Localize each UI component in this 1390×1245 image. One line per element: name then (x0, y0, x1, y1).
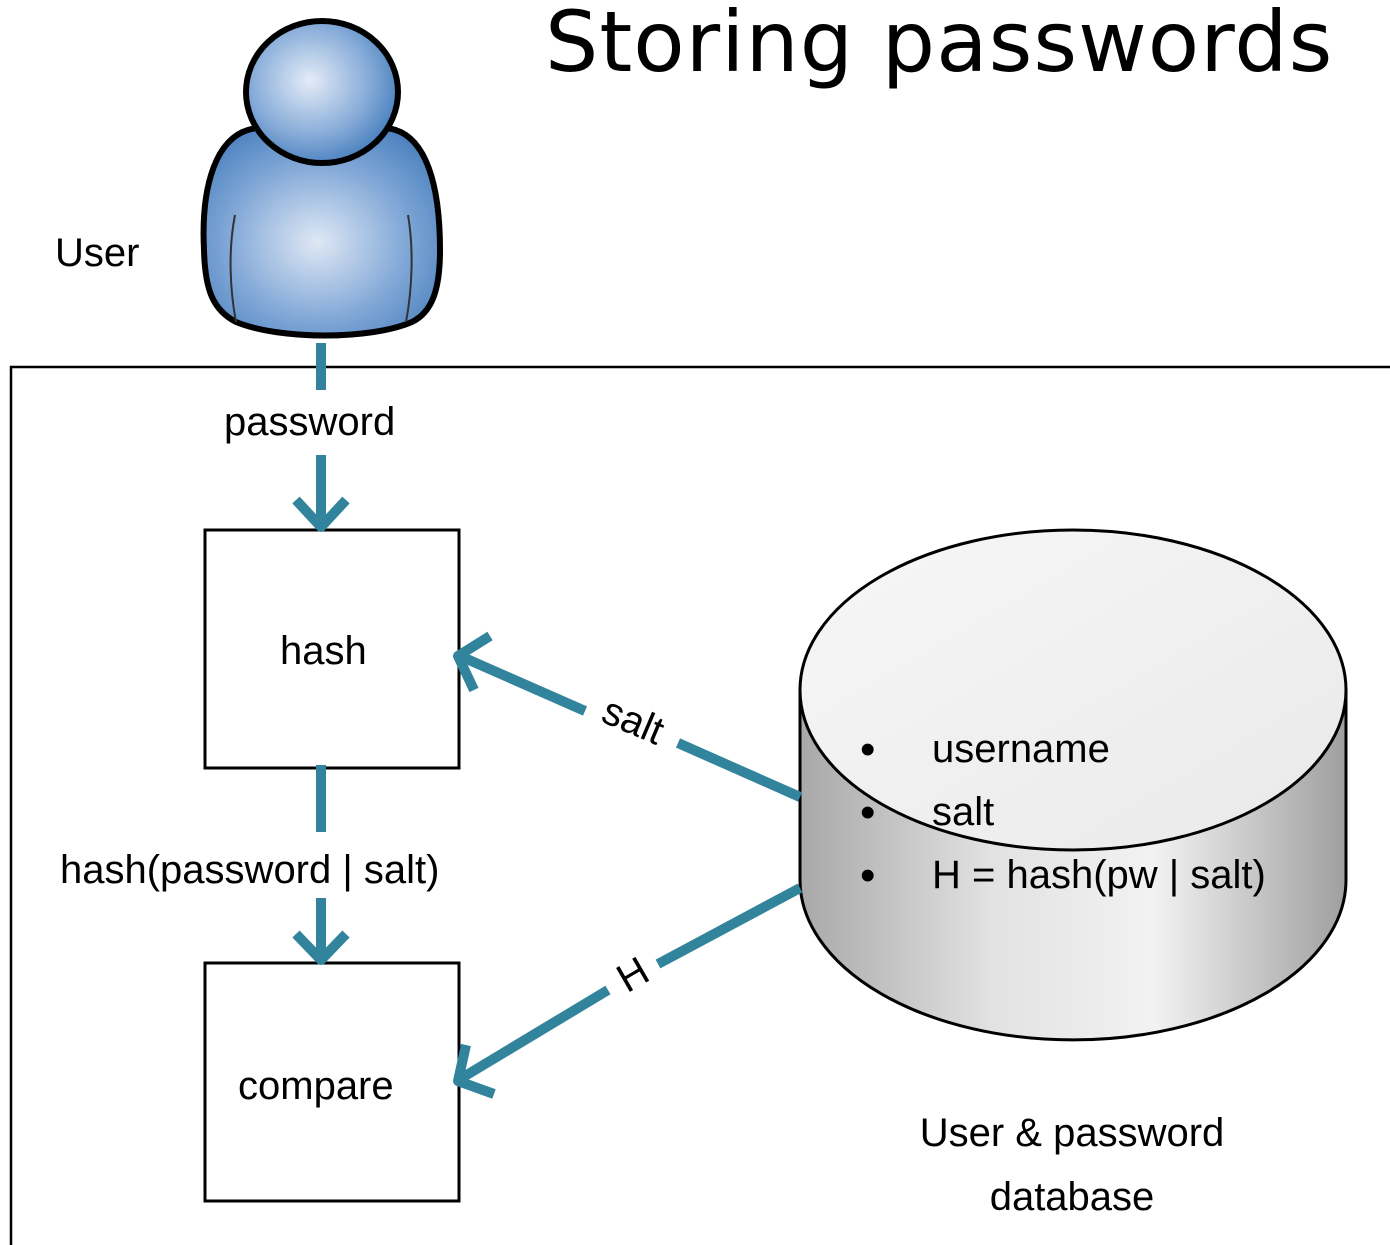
arrowhead-hash (292, 496, 350, 532)
user-icon (200, 18, 444, 339)
system-boundary (9, 365, 1390, 1245)
hashed-value-label: hash(password | salt) (60, 848, 440, 892)
database-caption-line2: database (989, 1175, 1155, 1219)
database-field-list: username salt H = hash(pw | salt) (860, 718, 1266, 907)
arrowhead-h (453, 1043, 496, 1099)
compare-box-label: compare (238, 1064, 394, 1108)
database-caption-line1: User & password (919, 1111, 1225, 1155)
arrow-salt-segment-2 (457, 651, 588, 716)
arrowhead-salt (453, 631, 493, 693)
database-field-username: username (860, 718, 1266, 781)
arrow-h-segment-2 (457, 985, 611, 1084)
h-arrow-label: H (609, 949, 656, 1002)
page-title: Storing passwords (545, 0, 1334, 91)
hash-box (203, 528, 461, 770)
database-field-salt: salt (860, 781, 1266, 844)
compare-box (203, 961, 461, 1203)
password-label: password (224, 400, 396, 444)
arrowhead-compare (292, 930, 350, 965)
arrow-salt-segment-1 (675, 738, 803, 802)
salt-arrow-label: salt (596, 689, 670, 754)
arrow-h-segment-1 (655, 883, 803, 969)
database-field-hash: H = hash(pw | salt) (860, 844, 1266, 907)
hash-box-label: hash (280, 629, 367, 673)
user-label: User (55, 231, 140, 275)
